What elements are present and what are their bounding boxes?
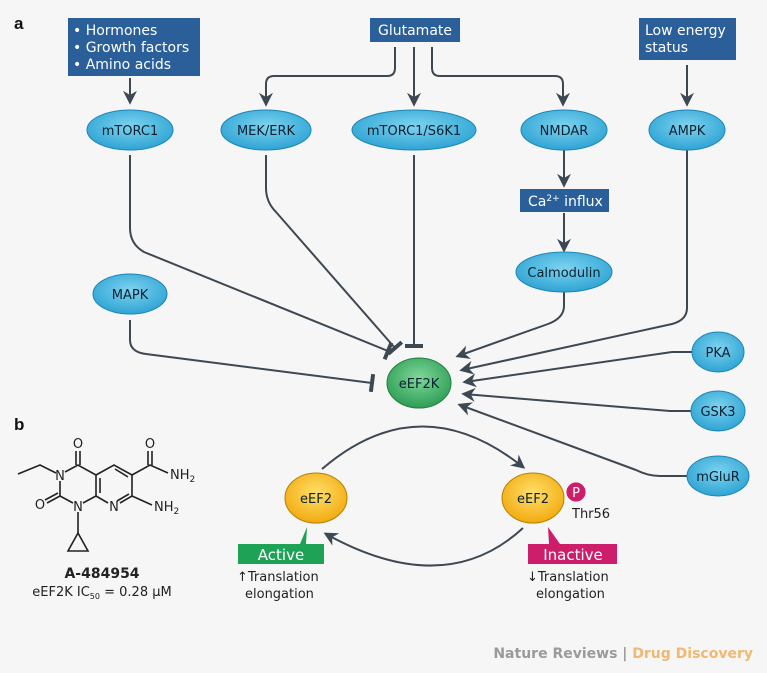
tag-inactive: Inactive <box>528 527 617 564</box>
down-arrow-icon: ↓ <box>527 570 538 585</box>
node-nmdar-label: NMDAR <box>540 124 589 139</box>
node-mglur: mGluR <box>686 455 750 497</box>
panel-label-b: b <box>14 415 24 434</box>
atom-o-1: O <box>73 437 83 452</box>
compound-ic50: eEF2K IC50 = 0.28 μM <box>32 585 171 601</box>
box-low-energy-line1: Low energy <box>645 23 726 39</box>
node-mek-erk: MEK/ERK <box>220 109 312 151</box>
box-low-energy-line2: status <box>645 40 688 56</box>
node-mtorc1-label: mTORC1 <box>102 124 159 139</box>
box-low-energy: Low energy status <box>639 18 736 60</box>
box-hormones-line1: • Hormones <box>73 23 157 39</box>
node-pka: PKA <box>691 331 745 373</box>
journal-credit: Nature Reviews | Drug Discovery <box>493 646 753 662</box>
atom-o-2: O <box>145 437 155 452</box>
node-eef2-active-label: eEF2 <box>300 492 332 507</box>
node-pka-label: PKA <box>705 346 730 361</box>
box-glutamate: Glutamate <box>370 18 460 42</box>
box-hormones: • Hormones • Growth factors • Amino acid… <box>68 18 200 76</box>
node-mtorc1-s6k1: mTORC1/S6K1 <box>351 109 477 151</box>
active-effect-line2: elongation <box>245 587 314 602</box>
edge-pka-eef2k <box>462 351 693 388</box>
node-mek-erk-label: MEK/ERK <box>237 124 296 139</box>
edge-glutamate-nmdar <box>431 47 570 107</box>
node-mapk-label: MAPK <box>112 288 149 303</box>
node-ampk: AMPK <box>648 109 726 151</box>
edge-mtorc1-eef2k <box>129 155 394 361</box>
tag-inactive-label: Inactive <box>543 546 603 564</box>
node-eef2-inactive-label: eEF2 <box>517 492 549 507</box>
edge-gsk3-eef2k <box>461 387 692 412</box>
tag-active: Active <box>238 527 324 564</box>
edge-eef2-dephosphorylation <box>323 527 524 567</box>
atom-o-3: O <box>35 498 45 513</box>
edge-eef2-phosphorylation <box>321 425 526 470</box>
edge-ampk-eef2k <box>459 150 688 375</box>
node-calmodulin: Calmodulin <box>515 251 613 293</box>
node-mglur-label: mGluR <box>696 470 740 485</box>
node-gsk3-label: GSK3 <box>700 405 735 420</box>
box-ca-influx-label: Ca2+ influx <box>528 194 603 210</box>
phospho-badge: P <box>565 481 587 503</box>
node-nmdar: NMDAR <box>520 109 608 151</box>
box-glutamate-label: Glutamate <box>378 23 452 39</box>
atom-nh2-amide: NH2 <box>170 468 195 485</box>
compound-structure: O O O N N N NH2 NH2 <box>17 437 195 552</box>
atom-n-3: N <box>55 469 65 484</box>
edge-mglur-eef2k <box>457 402 689 477</box>
box-ca-influx: Ca2+ influx <box>520 189 609 212</box>
edge-calmodulin-eef2k <box>455 290 565 359</box>
phospho-badge-label: P <box>572 486 580 501</box>
node-mtorc1-s6k1-label: mTORC1/S6K1 <box>367 124 461 139</box>
inactive-effect-line2: elongation <box>536 587 605 602</box>
node-eef2k: eEF2K <box>386 357 452 409</box>
node-mtorc1: mTORC1 <box>86 109 174 151</box>
edge-glutamate-mekerk <box>259 47 396 107</box>
box-hormones-line2: • Growth factors <box>73 40 189 56</box>
node-calmodulin-label: Calmodulin <box>527 266 600 281</box>
inactive-effect-line1: ↓Translation <box>527 570 609 585</box>
node-ampk-label: AMPK <box>669 124 706 139</box>
active-effect-line1: ↑Translation <box>237 570 319 585</box>
tag-active-label: Active <box>258 546 304 564</box>
edge-mekerk-eef2k <box>265 155 404 356</box>
edges <box>123 47 694 567</box>
node-eef2k-label: eEF2K <box>399 377 440 392</box>
edge-mapk-eef2k <box>129 320 376 393</box>
box-hormones-line3: • Amino acids <box>73 57 171 73</box>
node-mapk: MAPK <box>92 273 168 315</box>
thr56-label: Thr56 <box>571 507 610 522</box>
atom-n-1: N <box>73 500 83 515</box>
node-eef2-inactive: eEF2 <box>501 472 565 524</box>
compound-name: A-484954 <box>64 566 139 582</box>
node-eef2-active: eEF2 <box>284 472 348 524</box>
node-gsk3: GSK3 <box>690 390 746 432</box>
up-arrow-icon: ↑ <box>237 570 248 585</box>
panel-label-a: a <box>14 14 24 33</box>
atom-nh2-amine: NH2 <box>154 500 179 517</box>
atom-n-8: N <box>109 500 119 515</box>
